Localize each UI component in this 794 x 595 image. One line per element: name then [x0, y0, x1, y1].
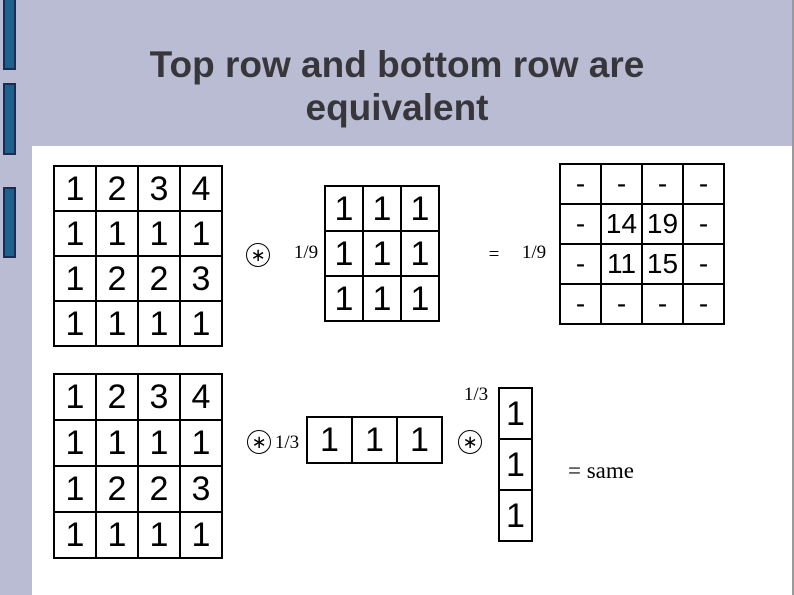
matrix-cell: 1: [96, 512, 138, 558]
accent-bar: [3, 83, 16, 155]
matrix-cell: 4: [180, 374, 222, 420]
equals-same-label: = same: [568, 458, 634, 483]
asterisk-icon: ∗: [251, 432, 267, 453]
matrix-cell: 11: [601, 244, 642, 284]
matrix-cell: 14: [601, 204, 642, 244]
result-scale-label: 1/9: [521, 242, 547, 263]
convolution-operator: ∗: [247, 430, 271, 454]
slide-title-line1: Top row and bottom row are: [149, 44, 645, 85]
matrix-cell: 3: [138, 374, 180, 420]
matrix-cell: 1: [96, 211, 138, 256]
accent-bar: [3, 187, 16, 258]
matrix-cell: 2: [138, 256, 180, 301]
matrix-cell: -: [683, 204, 724, 244]
matrix-cell: 3: [180, 256, 222, 301]
matrix-cell: 1: [363, 186, 401, 231]
convolution-operator: ∗: [246, 243, 270, 267]
matrix-cell: 19: [642, 204, 683, 244]
matrix-cell: 1: [325, 186, 363, 231]
matrix-cell: -: [560, 284, 601, 324]
matrix-cell: 1: [180, 420, 222, 466]
matrix-cell: 1: [54, 166, 96, 211]
matrix-cell: 1: [180, 301, 222, 346]
matrix-cell: 3: [180, 466, 222, 512]
matrix-cell: 1: [401, 231, 439, 276]
matrix-cell: 1: [401, 186, 439, 231]
matrix-cell: 1: [96, 420, 138, 466]
matrix-cell: 2: [96, 466, 138, 512]
asterisk-icon: ∗: [462, 432, 478, 453]
matrix-cell: -: [642, 164, 683, 204]
matrix-cell: 2: [138, 466, 180, 512]
matrix-cell: 1: [54, 301, 96, 346]
row-kernel-scale-label: 1/3: [274, 432, 300, 453]
slide-title-line2: equivalent: [305, 86, 489, 128]
matrix-cell: 1: [54, 466, 96, 512]
matrix-cell: 1: [307, 417, 352, 463]
matrix-cell: -: [683, 244, 724, 284]
matrix-cell: 1: [54, 512, 96, 558]
matrix-cell: 1: [499, 388, 532, 439]
matrix-cell: 1: [180, 211, 222, 256]
matrix-cell: 4: [180, 166, 222, 211]
matrix-cell: -: [560, 164, 601, 204]
matrix-cell: 1: [363, 276, 401, 321]
kernel-scale-label: 1/9: [293, 242, 319, 263]
matrix-cell: -: [601, 284, 642, 324]
matrix-cell: 1: [499, 490, 532, 541]
matrix-cell: -: [683, 284, 724, 324]
matrix-cell: -: [560, 204, 601, 244]
matrix-cell: 1: [401, 276, 439, 321]
matrix-cell: 1: [96, 301, 138, 346]
matrix-cell: 1: [54, 256, 96, 301]
matrix-cell: 1: [325, 276, 363, 321]
matrix-cell: 1: [352, 417, 397, 463]
matrix-cell: 1: [325, 231, 363, 276]
matrix-cell: 1: [138, 420, 180, 466]
accent-bar: [3, 0, 16, 70]
matrix-cell: 2: [96, 256, 138, 301]
matrix-cell: 15: [642, 244, 683, 284]
matrix-cell: 1: [499, 439, 532, 490]
slide-edge-line: [792, 0, 794, 595]
matrix-cell: 1: [54, 211, 96, 256]
matrix-cell: -: [683, 164, 724, 204]
matrix-cell: 1: [54, 374, 96, 420]
matrix-cell: -: [601, 164, 642, 204]
col-kernel-scale-label: 1/3: [463, 384, 489, 405]
matrix-cell: 2: [96, 166, 138, 211]
slide-title: Top row and bottom row are equivalent: [0, 44, 794, 130]
convolution-operator: ∗: [458, 430, 482, 454]
matrix-cell: 1: [363, 231, 401, 276]
equals-sign: =: [488, 244, 500, 265]
matrix-cell: 1: [54, 420, 96, 466]
matrix-cell: 2: [96, 374, 138, 420]
matrix-cell: -: [642, 284, 683, 324]
matrix-cell: 1: [138, 301, 180, 346]
matrix-cell: -: [560, 244, 601, 284]
matrix-cell: 1: [138, 211, 180, 256]
matrix-cell: 1: [180, 512, 222, 558]
matrix-cell: 1: [397, 417, 442, 463]
asterisk-icon: ∗: [250, 245, 266, 266]
matrix-cell: 3: [138, 166, 180, 211]
matrix-cell: 1: [138, 512, 180, 558]
